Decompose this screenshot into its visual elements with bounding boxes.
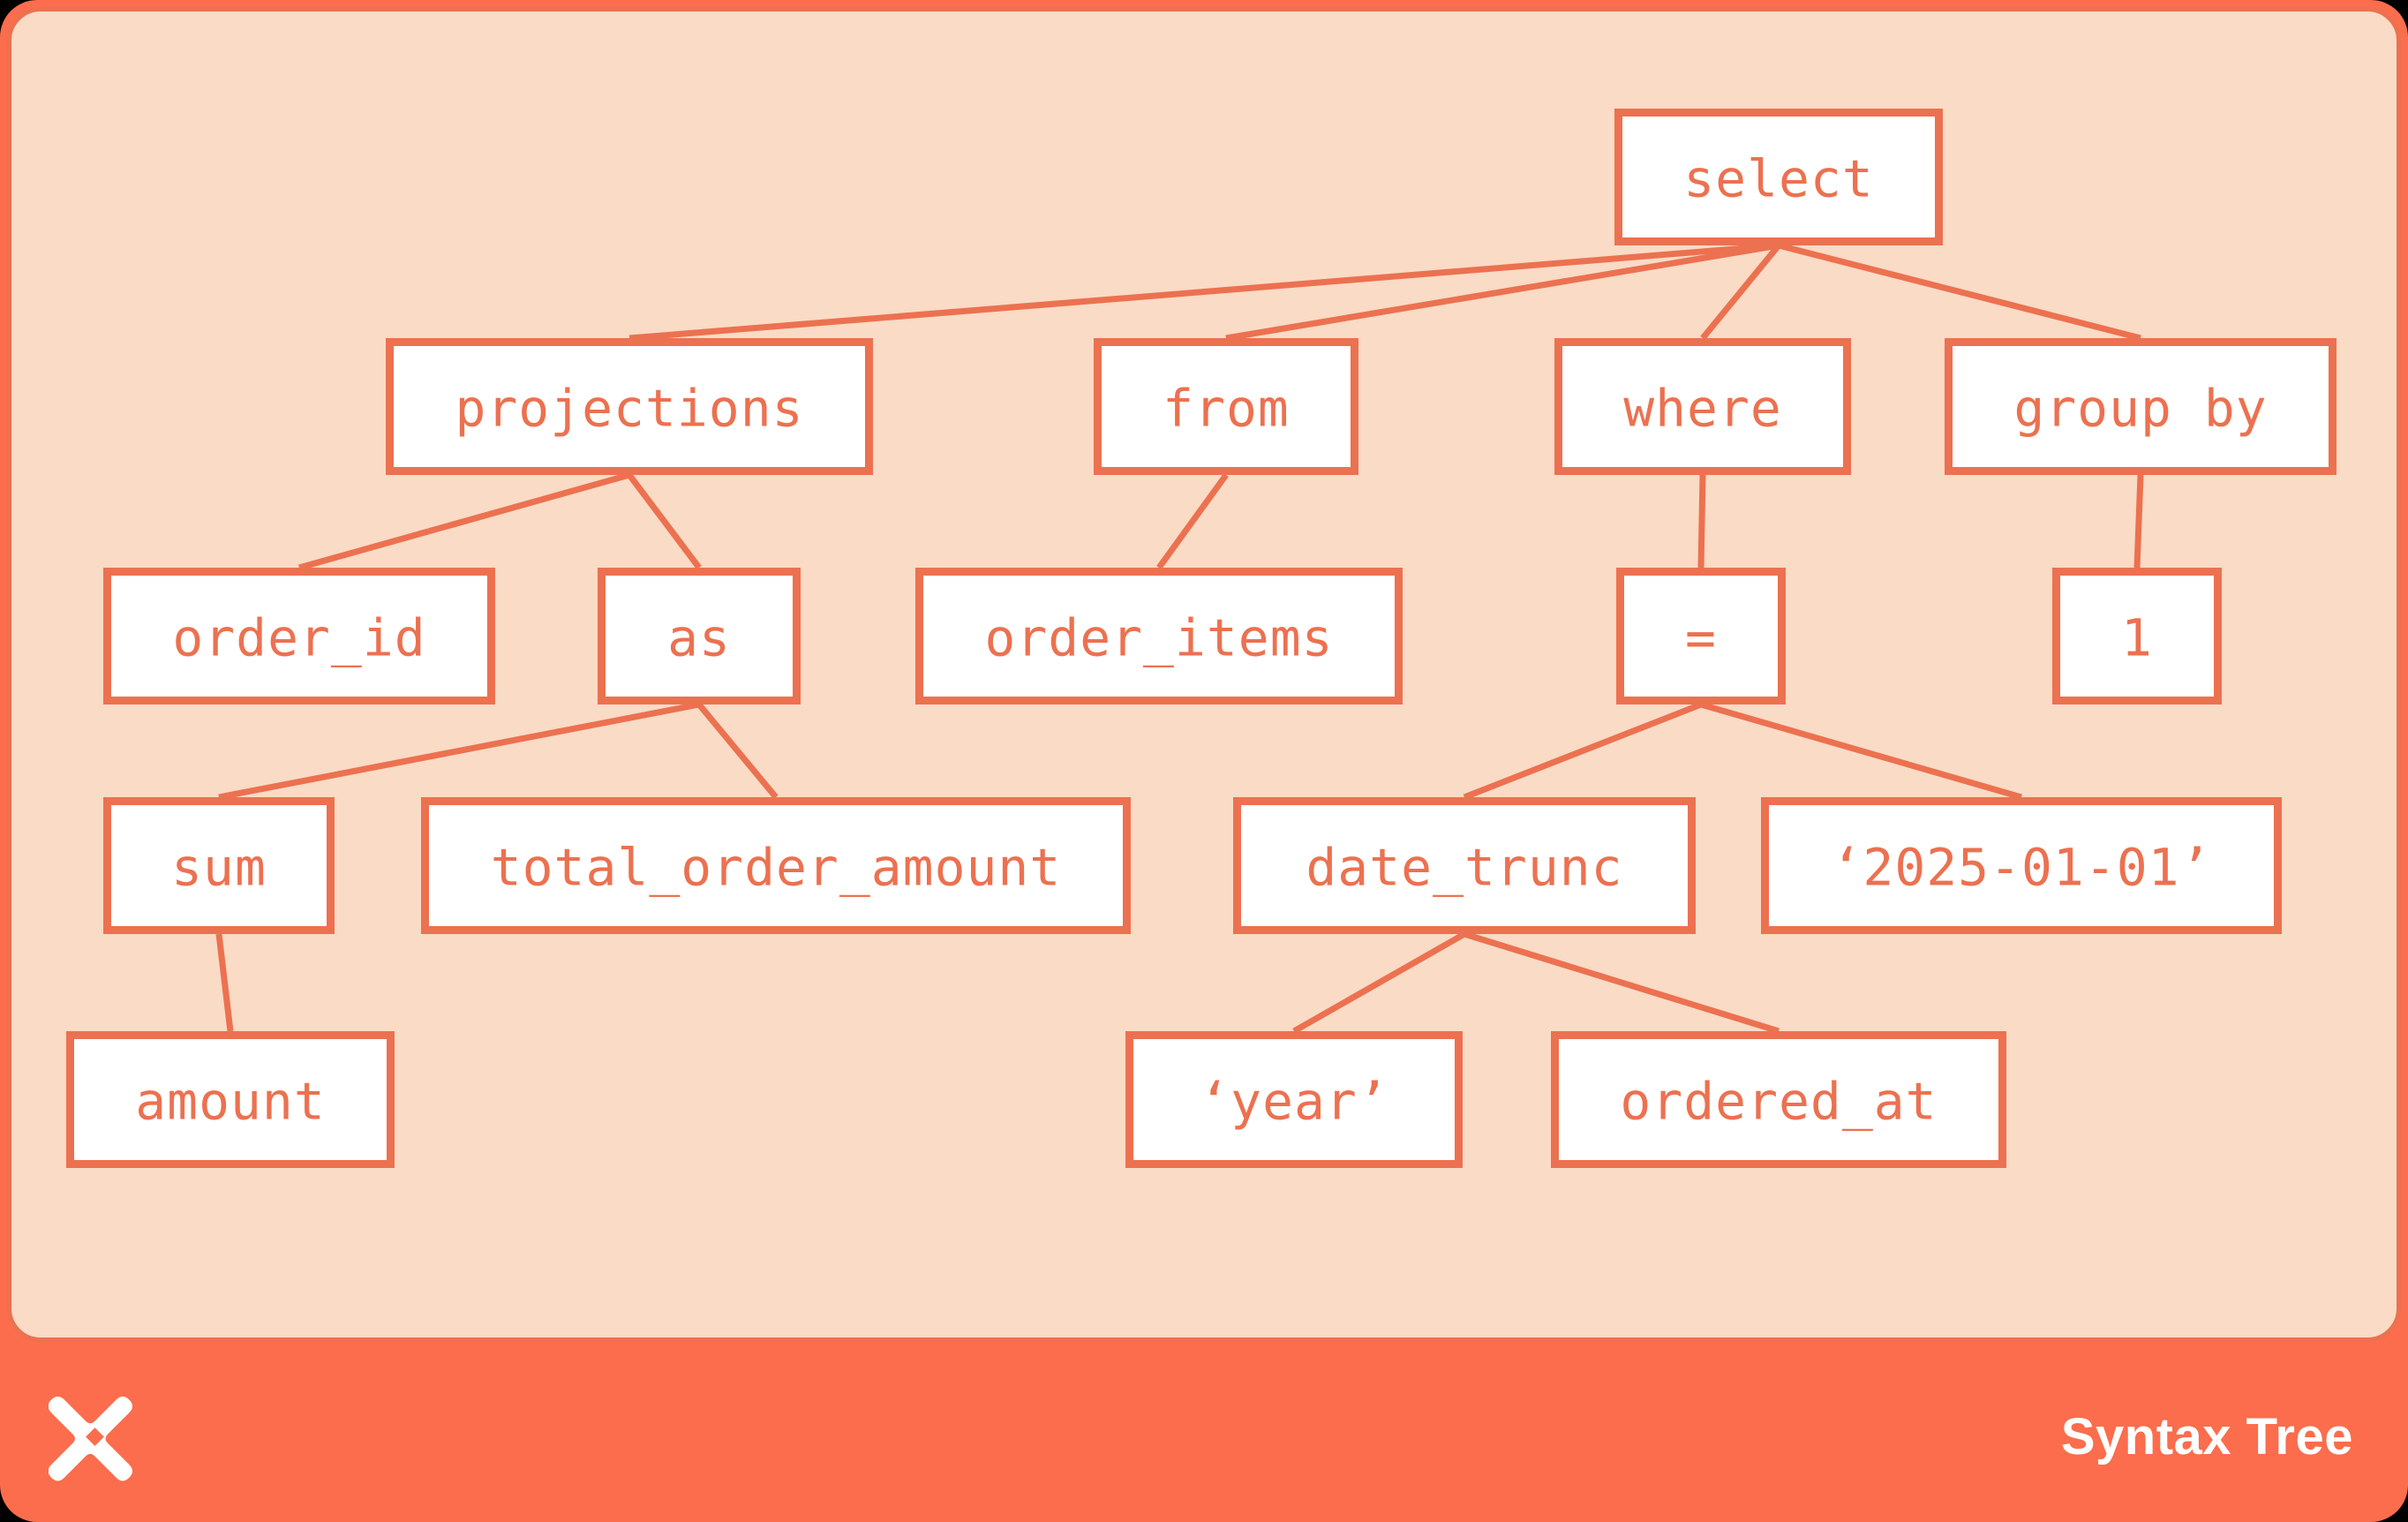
tree-node-box	[1761, 797, 2282, 934]
tree-edge-from-to-order_items	[1156, 472, 1229, 570]
tree-node-label: select	[1683, 149, 1874, 209]
tree-node-box	[2052, 568, 2222, 704]
tree-node-date_literal[interactable]: ‘2025-01-01’	[1761, 797, 2282, 934]
tree-node-label: projections	[455, 379, 803, 439]
tree-node-box	[1614, 109, 1943, 245]
tree-node-box	[598, 568, 801, 704]
tree-node-box	[1551, 1031, 2006, 1168]
tree-node-from[interactable]: from	[1094, 338, 1358, 475]
tree-node-label: ordered_at	[1620, 1072, 1937, 1132]
tree-node-label: group by	[2013, 379, 2267, 439]
tree-node-box	[915, 568, 1403, 704]
footer-title: Syntax Tree	[2060, 1408, 2353, 1465]
tree-node-as[interactable]: as	[598, 568, 801, 704]
tree-edge-as-to-sum	[218, 701, 700, 801]
tree-node-box	[1094, 338, 1358, 475]
tree-node-box	[1616, 568, 1786, 704]
tree-node-eq[interactable]: =	[1616, 568, 1786, 704]
tree-node-label: ‘year’	[1199, 1072, 1389, 1132]
tree-node-label: as	[667, 608, 731, 668]
tree-node-where[interactable]: where	[1554, 338, 1851, 475]
tree-edge-select-to-group_by	[1778, 242, 2141, 342]
tree-node-box	[386, 338, 873, 475]
tree-node-box	[1233, 797, 1696, 934]
tree-edges	[215, 242, 2144, 1035]
tree-node-amount[interactable]: amount	[66, 1031, 395, 1168]
tree-nodes: select projections from where group by order_…	[66, 109, 2337, 1168]
tree-edge-where-to-eq	[1697, 474, 1706, 569]
tree-edge-eq-to-date_trunc	[1463, 701, 1703, 801]
tree-node-ordered_at[interactable]: ordered_at	[1551, 1031, 2006, 1168]
tree-node-box	[421, 797, 1131, 934]
tree-node-label: order_id	[172, 608, 425, 668]
tree-node-one[interactable]: 1	[2052, 568, 2222, 704]
tree-node-box	[1945, 338, 2337, 475]
tree-node-group_by[interactable]: group by	[1945, 338, 2337, 475]
tree-edge-projections-to-order_id	[298, 471, 630, 571]
tree-node-sum[interactable]: sum	[103, 797, 335, 934]
tree-node-box	[1554, 338, 1851, 475]
tree-node-label: sum	[171, 838, 267, 898]
tree-node-label: =	[1685, 608, 1717, 668]
tree-node-label: total_order_amount	[491, 838, 1062, 898]
tree-edge-date_trunc-to-ordered_at	[1463, 931, 1780, 1035]
tree-node-label: where	[1623, 379, 1782, 439]
tree-edge-eq-to-date_literal	[1700, 701, 2022, 801]
tree-edge-select-to-where	[1700, 243, 1781, 341]
tree-node-box	[103, 568, 495, 704]
tree-edge-select-to-projections	[628, 242, 1780, 342]
tree-edge-as-to-total_order_amount	[696, 702, 779, 800]
tree-edge-date_trunc-to-year_literal	[1292, 931, 1466, 1035]
tree-node-order_id[interactable]: order_id	[103, 568, 495, 704]
tree-node-date_trunc[interactable]: date_trunc	[1233, 797, 1696, 934]
tree-edge-projections-to-as	[627, 472, 702, 570]
tree-edge-group_by-to-one	[2133, 474, 2144, 569]
tree-node-order_items[interactable]: order_items	[915, 568, 1403, 704]
tree-node-year_literal[interactable]: ‘year’	[1125, 1031, 1463, 1168]
tree-node-total_order_amount[interactable]: total_order_amount	[421, 797, 1131, 934]
tree-node-box	[66, 1031, 395, 1168]
tree-node-projections[interactable]: projections	[386, 338, 873, 475]
tree-node-label: amount	[135, 1072, 326, 1132]
tree-node-box	[103, 797, 335, 934]
diagram-canvas: select projections from where group by order_…	[7, 7, 2401, 1342]
tree-edge-select-to-from	[1225, 242, 1780, 342]
syntax-tree-diagram: select projections from where group by order_…	[66, 109, 2337, 1168]
tree-node-select[interactable]: select	[1614, 109, 1943, 245]
tree-node-label: from	[1163, 379, 1290, 439]
tree-node-box	[1125, 1031, 1463, 1168]
tree-edge-sum-to-amount	[215, 933, 234, 1032]
tree-node-label: order_items	[984, 608, 1333, 668]
tree-node-label: 1	[2121, 608, 2153, 668]
tree-node-label: ‘2025-01-01’	[1831, 838, 2211, 898]
tree-node-label: date_trunc	[1306, 838, 1622, 898]
x-star-logo-icon	[48, 1390, 141, 1483]
